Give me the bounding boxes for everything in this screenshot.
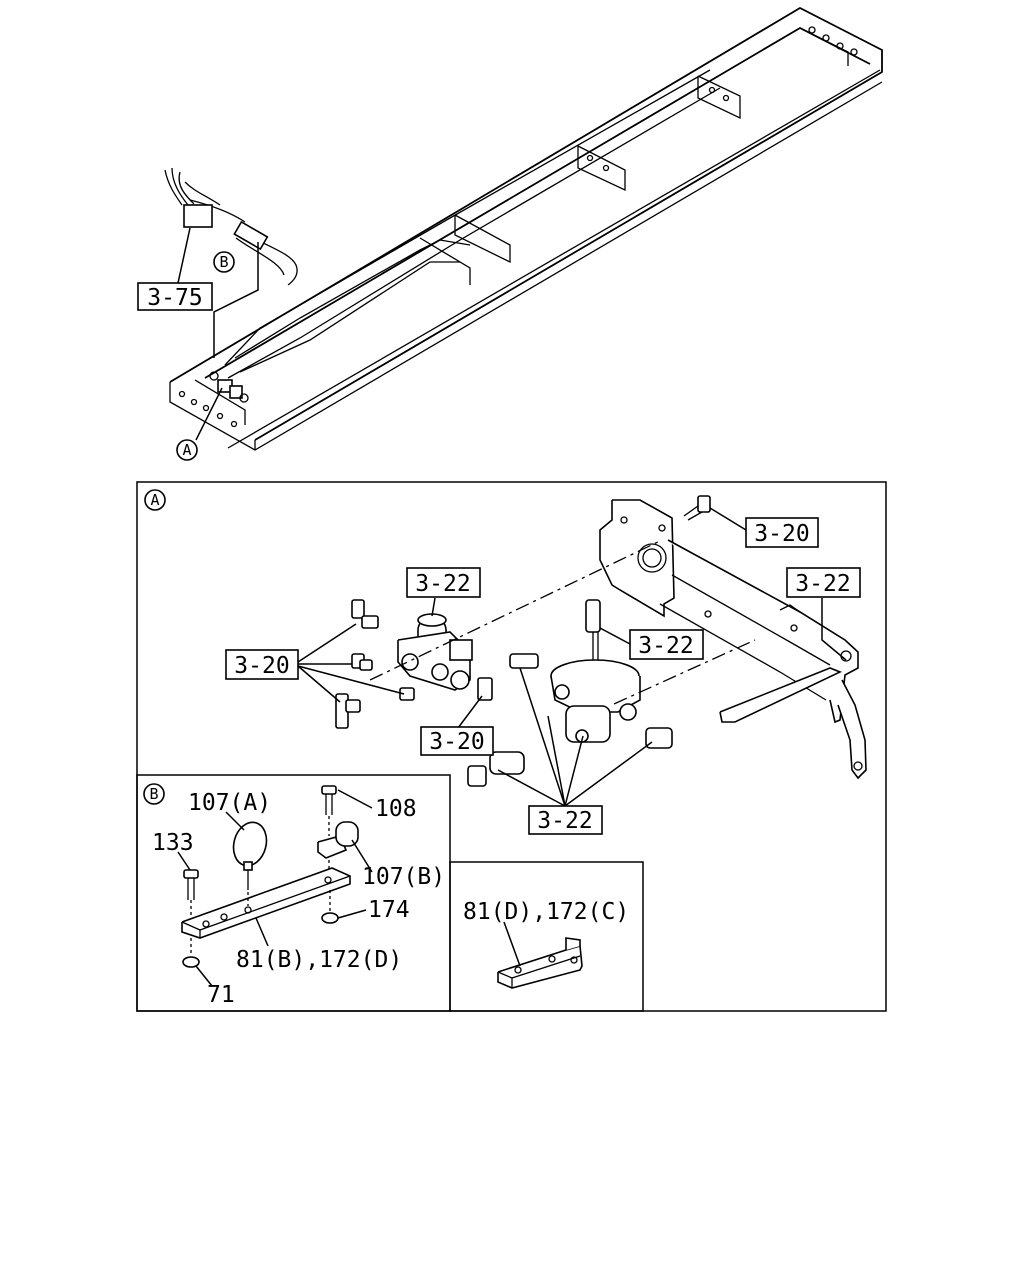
detail-c-bracket — [497, 921, 583, 989]
chassis-frame-overview — [164, 6, 883, 451]
label-174: 174 — [368, 897, 410, 923]
leader-marker-b — [213, 242, 259, 358]
callout-3-75: 3-75 — [137, 282, 213, 311]
leader-marker-a — [195, 387, 223, 441]
fittings-center — [467, 653, 673, 787]
mount-line-lower — [613, 639, 756, 705]
detail-a-leaders — [297, 507, 847, 807]
valve-cluster-location — [209, 371, 249, 403]
marker-a-overview: A — [176, 439, 198, 461]
callout-3-20-top-right: 3-20 — [745, 517, 819, 548]
svg-text:3-22: 3-22 — [415, 571, 470, 597]
label-107b: 107(B) — [362, 864, 445, 890]
wiring-harness — [164, 167, 298, 286]
svg-text:3-20: 3-20 — [234, 653, 289, 679]
leader-3-75 — [177, 227, 191, 284]
detail-c-frame — [449, 861, 644, 1012]
label-133: 133 — [152, 830, 194, 856]
valve-mounting-bracket — [599, 499, 867, 780]
rail-holes — [178, 26, 858, 428]
callout-3-22-pipe: 3-22 — [629, 629, 704, 660]
callout-3-75-label: 3-75 — [147, 285, 202, 311]
label-71: 71 — [207, 982, 235, 1008]
callout-3-22-right: 3-22 — [786, 567, 861, 598]
detail-b-leaders — [177, 789, 373, 987]
marker-b-detail: B — [143, 783, 165, 805]
svg-text:3-22: 3-22 — [537, 808, 592, 834]
svg-text:A: A — [150, 491, 159, 509]
svg-text:B: B — [219, 253, 228, 271]
bolt-top-right — [683, 495, 711, 521]
callout-3-22-valve-top: 3-22 — [406, 567, 481, 598]
svg-text:B: B — [149, 785, 158, 803]
detail-a-frame — [136, 481, 887, 1012]
svg-text:3-20: 3-20 — [754, 521, 809, 547]
label-107a: 107(A) — [188, 790, 271, 816]
relay-valve-left — [397, 613, 473, 691]
quick-release-valve — [550, 599, 641, 743]
fittings-left — [335, 599, 493, 729]
svg-text:3-20: 3-20 — [429, 729, 484, 755]
svg-text:3-22: 3-22 — [638, 633, 693, 659]
label-108: 108 — [375, 796, 417, 822]
callout-3-20-left: 3-20 — [225, 649, 299, 680]
label-81d-172c: 81(D),172(C) — [463, 899, 629, 925]
callout-3-20-lower: 3-20 — [420, 726, 494, 756]
marker-b-overview: B — [213, 251, 235, 273]
detail-b-parts — [181, 785, 359, 968]
marker-a-detail: A — [144, 489, 166, 511]
svg-text:A: A — [182, 441, 191, 459]
label-81b-172d: 81(B),172(D) — [236, 947, 402, 973]
svg-text:3-22: 3-22 — [795, 571, 850, 597]
callout-3-22-bottom: 3-22 — [528, 805, 603, 835]
cross-members — [194, 27, 849, 425]
